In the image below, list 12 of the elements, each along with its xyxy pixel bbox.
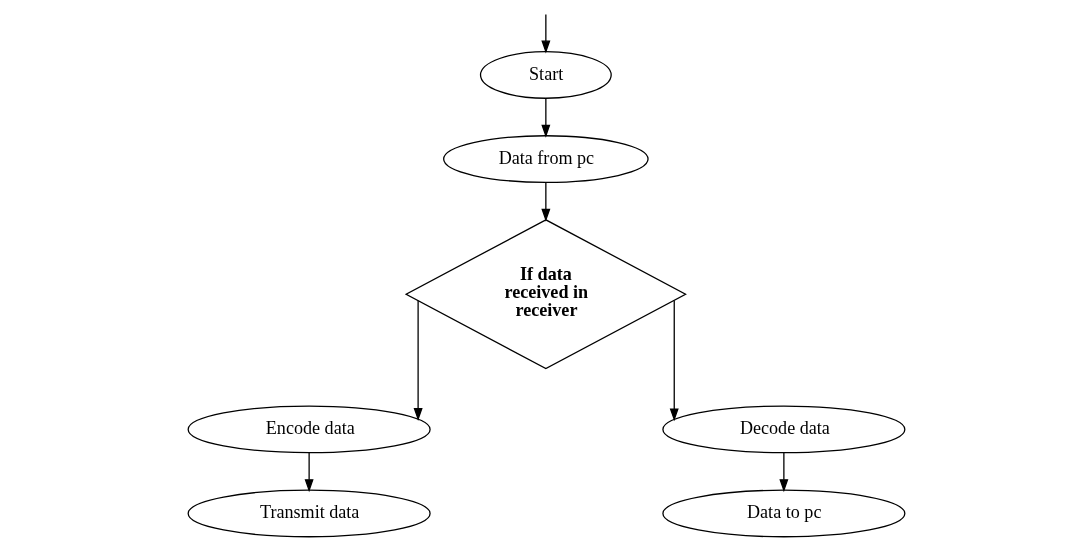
node-ellipse: Data to pc xyxy=(661,489,905,538)
arrow xyxy=(778,452,788,493)
node-ellipse: Data from pc xyxy=(442,135,649,183)
arrow xyxy=(540,97,550,138)
arrow xyxy=(304,452,314,493)
node-diamond: If data received in receiver xyxy=(404,219,687,370)
arrow xyxy=(540,181,550,222)
node-ellipse: Start xyxy=(479,51,612,99)
arrow xyxy=(413,300,423,422)
arrow xyxy=(669,299,679,422)
arrow xyxy=(540,13,550,54)
node-ellipse: Transmit data xyxy=(187,489,431,538)
